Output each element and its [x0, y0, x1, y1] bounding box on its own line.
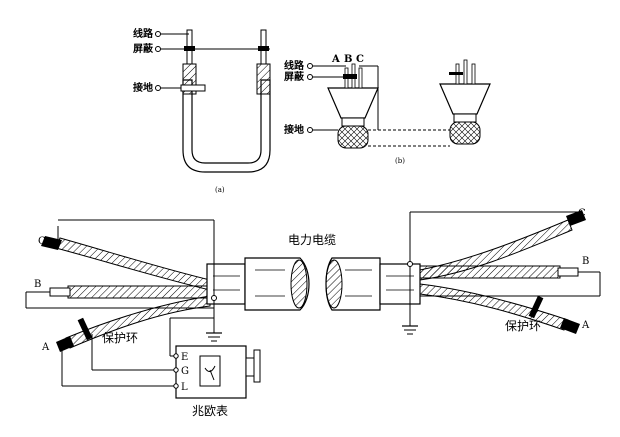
meter-crank: [245, 357, 255, 377]
meter-terminal-e: [173, 353, 179, 359]
label-b-right: B: [582, 256, 589, 267]
figure-b: 线路 屏蔽 接地 A B C (b): [283, 54, 491, 165]
fig-a-ground-label: 接地: [133, 81, 153, 94]
fig-b-shield-label: 屏蔽: [283, 70, 305, 83]
label-power-cable: 电力电缆: [288, 233, 336, 247]
label-b-left: B: [34, 279, 41, 290]
fig-a-shield-label: 屏蔽: [132, 42, 154, 55]
left-cable-stub: [337, 125, 369, 149]
main-left-end: C B A 保护环 E G L 兆欧表: [25, 219, 310, 418]
fig-b-ground-terminal: [307, 127, 313, 133]
label-a-left: A: [41, 342, 50, 353]
core-a-right: [419, 283, 569, 331]
fig-a-line-label: 线路: [133, 27, 154, 40]
main-right-end: C B A 保护环: [325, 208, 601, 335]
fig-b-terminal-a: A: [331, 54, 340, 65]
meter-terminal-l: [173, 383, 179, 389]
right-cable-stub: [449, 121, 481, 145]
label-guard-ring-right: 保护环: [505, 319, 541, 333]
guard-ring-left: [77, 317, 93, 341]
figure-a: 线路 屏蔽 接地 (a): [132, 27, 271, 194]
label-meter-g: G: [181, 366, 189, 377]
shield-terminal: [155, 46, 161, 52]
fig-b-line-label: 线路: [284, 59, 305, 72]
right-shield-sleeve: [256, 63, 271, 95]
fig-b-terminal-b: B: [344, 54, 352, 65]
right-cable-head: [439, 83, 491, 115]
core-a-left: [65, 295, 211, 349]
label-meter-e: E: [181, 352, 188, 363]
left-cable-head: [327, 87, 379, 119]
fig-b-caption: (b): [395, 157, 405, 165]
fig-b-terminal-c: C: [356, 54, 364, 65]
core-c-left: [55, 237, 211, 291]
line-terminal: [155, 31, 161, 37]
label-c-right: C: [578, 208, 586, 219]
core-b-right: [419, 265, 561, 279]
fig-b-line-terminal: [307, 63, 313, 69]
label-a-right: A: [581, 320, 590, 331]
meter-terminal-g: [173, 367, 179, 373]
ground-terminal: [155, 85, 161, 91]
fig-b-ground-label: 接地: [284, 123, 304, 136]
label-meter-l: L: [181, 382, 188, 393]
label-guard-ring-left: 保护环: [102, 331, 138, 345]
fig-b-shield-terminal: [307, 74, 313, 80]
cable-body-right: [379, 263, 421, 305]
label-c-left: C: [38, 236, 46, 247]
guard-ring-right: [528, 295, 544, 319]
core-b-left: [67, 285, 211, 299]
label-megohmmeter: 兆欧表: [192, 404, 228, 418]
fig-a-caption: (a): [215, 186, 225, 194]
